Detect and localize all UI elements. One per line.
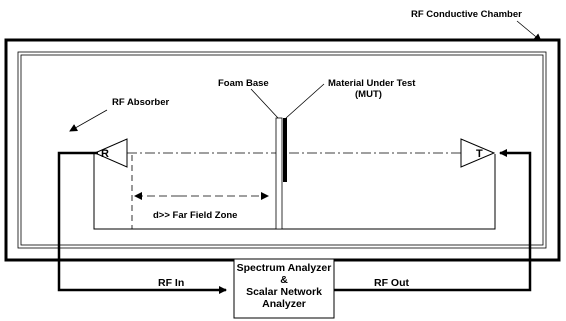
foam-base: [275, 117, 283, 230]
transmitter-label: T: [476, 148, 483, 160]
mut-label-line1: Material Under Test: [328, 78, 416, 89]
analyzer-label-line4: Analyzer: [262, 298, 306, 310]
test-bench: [93, 154, 496, 230]
far-field-label: d>> Far Field Zone: [153, 210, 237, 221]
mut-leader: [285, 83, 325, 119]
receiver-label: R: [101, 148, 109, 160]
chamber-leader: [516, 20, 542, 42]
rf-out-label: RF Out: [374, 277, 409, 289]
rf-out-cable: [334, 149, 532, 292]
rf-in-label: RF In: [158, 277, 184, 289]
receiver-antenna: [93, 138, 128, 168]
analyzer-label-line2: &: [280, 274, 288, 286]
rf-absorber-leader: [69, 109, 108, 132]
analyzer-box: [233, 258, 335, 319]
analyzer-label-line3: Scalar Network: [246, 286, 322, 298]
rf-absorber-label: RF Absorber: [112, 97, 169, 108]
foam-base-label: Foam Base: [218, 78, 269, 89]
analyzer-label-line1: Spectrum Analyzer: [237, 262, 332, 274]
chamber-inner-wall-outer: [17, 51, 547, 249]
foam-base-leader: [250, 88, 279, 119]
chamber-inner-wall-inner: [20, 54, 544, 246]
material-under-test: [283, 118, 287, 182]
mut-label-line2: (MUT): [355, 89, 382, 100]
rf-in-cable: [57, 151, 227, 294]
chamber-label: RF Conductive Chamber: [411, 9, 522, 20]
